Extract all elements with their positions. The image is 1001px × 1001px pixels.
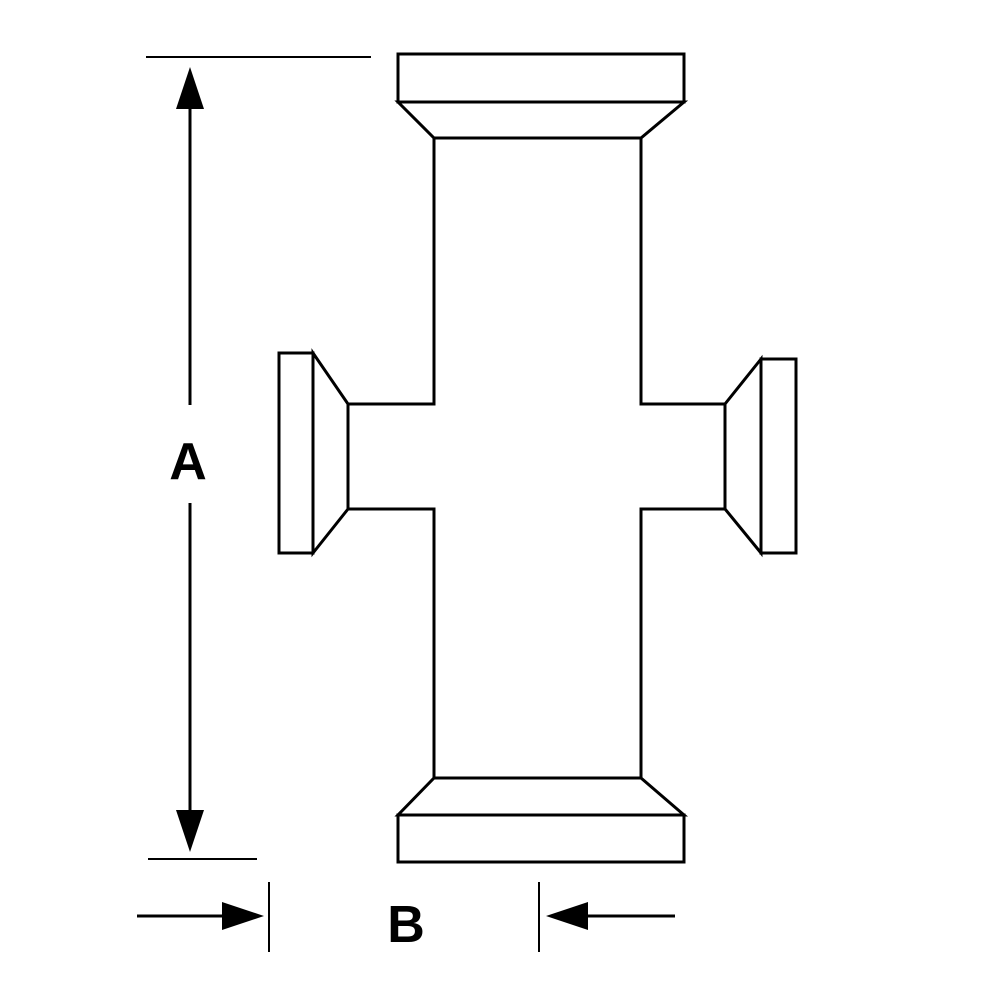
dimension-a-down-arrow-icon — [176, 810, 204, 852]
dimension-b-right-pointing-arrow-icon — [222, 902, 264, 930]
bottom-ferrule-taper — [394, 776, 689, 817]
bottom-ferrule-cap — [396, 813, 686, 864]
right-ferrule-taper — [723, 354, 763, 558]
left-ferrule-cap — [277, 351, 315, 555]
right-ferrule-cap — [759, 357, 798, 555]
bottom-ferrule — [394, 776, 689, 864]
cross-body-outline — [346, 136, 727, 780]
dimension-b-left-pointing-arrow-icon — [546, 902, 588, 930]
left-ferrule — [277, 348, 350, 558]
dimension-b: B — [137, 882, 675, 954]
dimension-a-up-arrow-icon — [176, 67, 204, 109]
dimension-a-label: A — [169, 433, 207, 491]
left-ferrule-taper — [311, 348, 350, 558]
dimension-b-label: B — [387, 896, 425, 954]
right-ferrule — [723, 354, 798, 558]
top-ferrule-taper — [394, 100, 689, 140]
dimension-a: A — [146, 56, 371, 860]
top-ferrule — [394, 52, 689, 140]
top-ferrule-cap — [396, 52, 686, 104]
